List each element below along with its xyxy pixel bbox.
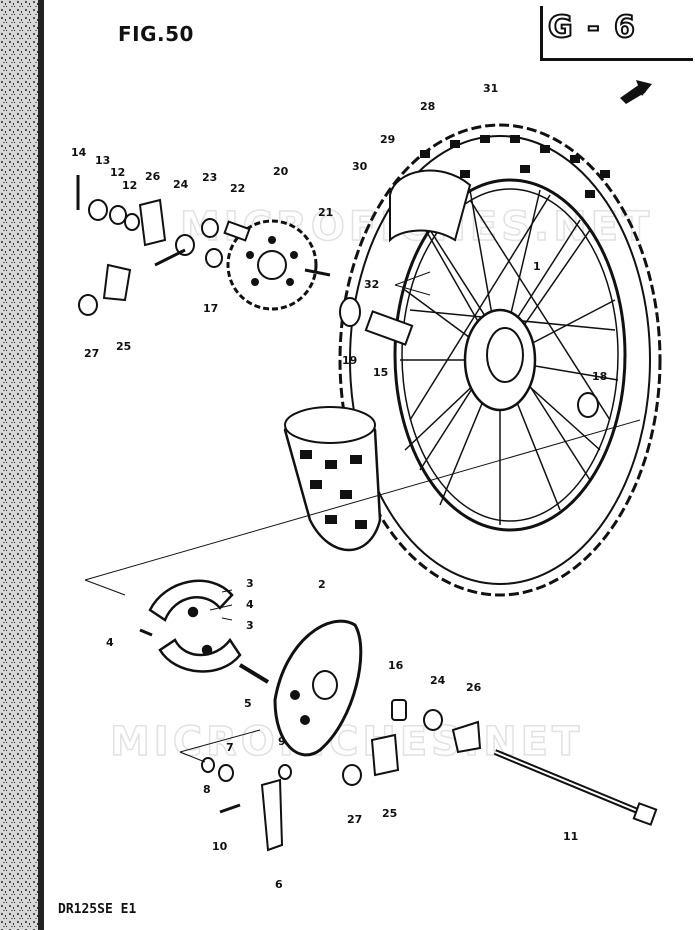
callout-1: 1 — [533, 260, 541, 273]
callout-11: 11 — [563, 830, 578, 843]
callout-31: 31 — [483, 82, 498, 95]
callout-20: 20 — [273, 165, 289, 178]
callout-23: 23 — [202, 171, 217, 184]
scan-edge-noise — [0, 0, 44, 930]
callout-4b: 4 — [106, 636, 114, 649]
callout-24b: 24 — [430, 674, 446, 687]
callout-3a: 3 — [246, 577, 254, 590]
callout-9: 9 — [278, 735, 286, 748]
callout-12b: 12 — [122, 179, 137, 192]
sprocket-hardware — [76, 175, 331, 316]
callout-6: 6 — [275, 878, 283, 891]
model-code: DR125SE E1 — [58, 902, 137, 917]
callout-17: 17 — [203, 302, 218, 315]
brake-panel — [238, 619, 363, 757]
section-box — [540, 6, 693, 61]
callout-28: 28 — [420, 100, 435, 113]
callout-29: 29 — [380, 133, 395, 146]
callout-14: 14 — [71, 146, 87, 159]
callout-5: 5 — [244, 697, 252, 710]
callout-24a: 24 — [173, 178, 189, 191]
figure-title: FIG.50 — [118, 22, 194, 46]
callout-26b: 26 — [466, 681, 482, 694]
callout-25b: 25 — [382, 807, 397, 820]
front-arrow-icon — [620, 80, 652, 104]
callout-7: 7 — [226, 741, 234, 754]
callout-30: 30 — [352, 160, 368, 173]
callout-4a: 4 — [246, 598, 254, 611]
callout-8: 8 — [203, 783, 211, 796]
rear-sprocket — [226, 219, 318, 311]
callout-27b: 27 — [347, 813, 362, 826]
callout-19: 19 — [342, 354, 357, 367]
rear-wheel — [283, 123, 662, 597]
callout-26a: 26 — [145, 170, 161, 183]
callout-16: 16 — [388, 659, 404, 672]
callout-15: 15 — [373, 366, 388, 379]
callout-10: 10 — [212, 840, 228, 853]
callout-22: 22 — [230, 182, 245, 195]
callout-2: 2 — [318, 578, 326, 591]
callout-21: 21 — [318, 206, 333, 219]
leader-lines — [84, 271, 641, 763]
brake-shoes — [139, 579, 242, 673]
callout-3b: 3 — [246, 619, 254, 632]
section-code: G - 6 — [547, 9, 637, 46]
callout-32: 32 — [364, 278, 379, 291]
callout-12a: 12 — [110, 166, 125, 179]
callout-18: 18 — [592, 370, 607, 383]
axle-hardware — [201, 699, 658, 852]
callout-13: 13 — [95, 154, 110, 167]
callout-25a: 25 — [116, 340, 131, 353]
callout-27a: 27 — [84, 347, 99, 360]
